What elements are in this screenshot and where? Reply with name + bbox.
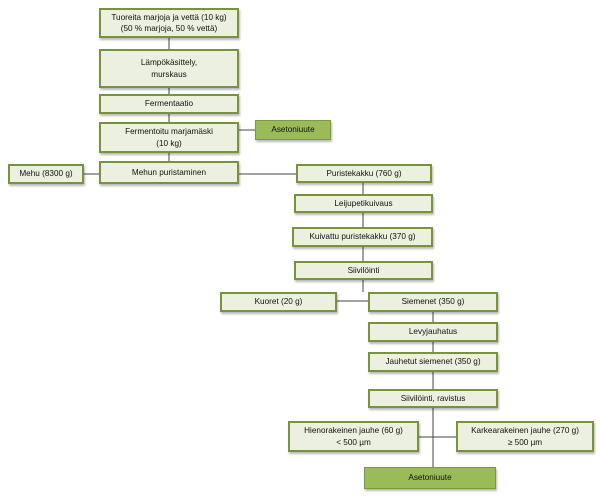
acetone-extract-top-box: Asetoniuute (255, 120, 331, 140)
press-cake-box: Puristekakku (760 g) (296, 164, 432, 183)
fluid-bed-drying-box: Leijupetikuivaus (294, 194, 433, 213)
acetone-extract-bottom-box: Asetoniuute (364, 467, 496, 489)
fermentation-box: Fermentaatio (99, 94, 239, 114)
milled-seeds-box: Jauhetut siemenet (350 g) (368, 352, 498, 372)
juice-pressing-box: Mehun puristaminen (99, 161, 239, 184)
raw-material-box: Tuoreita marjoja ja vettä (10 kg) (50 % … (99, 8, 239, 38)
skins-box: Kuoret (20 g) (220, 292, 337, 312)
coarse-flour-box: Karkearakeinen jauhe (270 g) ≥ 500 µm (456, 421, 594, 452)
heat-treatment-box: Lämpökäsittely, murskaus (99, 49, 239, 88)
sieving-shaking-box: Siivilöinti, ravistus (368, 389, 498, 408)
disc-milling-box: Levyjauhatus (368, 322, 498, 342)
seeds-box: Siemenet (350 g) (368, 292, 498, 312)
fermented-mash-box: Fermentoitu marjamäski (10 kg) (99, 122, 239, 153)
juice-box: Mehu (8300 g) (8, 164, 84, 184)
dried-press-cake-box: Kuivattu puristekakku (370 g) (292, 227, 433, 247)
sieving-box: Siivilöinti (294, 261, 433, 280)
fine-flour-box: Hienorakeinen jauhe (60 g) < 500 µm (288, 421, 419, 452)
